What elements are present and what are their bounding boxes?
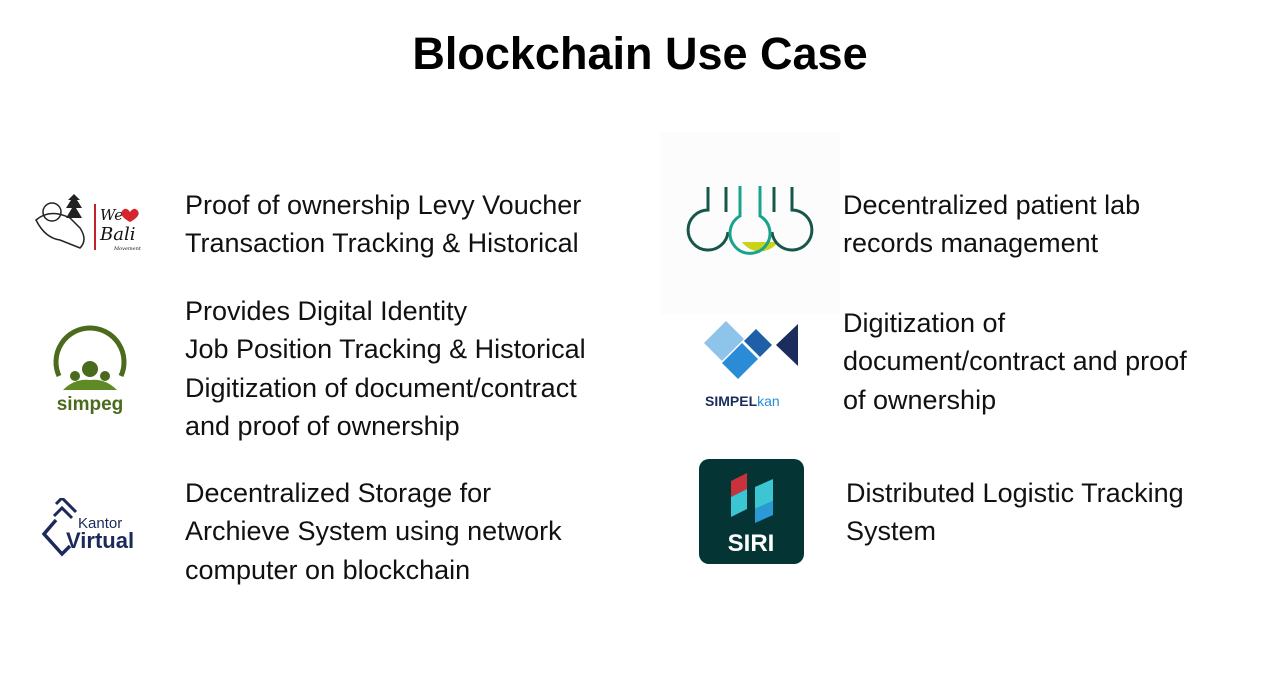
- text-line: Distributed Logistic Tracking: [846, 478, 1184, 508]
- slide-title: Blockchain Use Case: [412, 28, 868, 79]
- kantor-virtual-logo: Kantor Virtual: [38, 495, 143, 563]
- simpeg-wordmark: simpeg: [57, 394, 124, 414]
- simpel-wordmark: SIMPEL: [705, 393, 758, 409]
- text-line: of ownership: [843, 384, 997, 415]
- siri-logo: SIRI: [699, 459, 804, 564]
- item-simpelkan-text: Digitization of document/contract and pr…: [843, 304, 1187, 419]
- lab-flasks-logo: [660, 132, 840, 314]
- svg-text:We: We: [100, 206, 123, 224]
- text-line: Archieve System using network: [185, 516, 562, 547]
- svg-text:SIMPELkan: SIMPELkan: [705, 393, 780, 409]
- we-bali-logo: We Bali Movement: [30, 190, 145, 260]
- simpeg-logo: simpeg: [45, 318, 135, 415]
- text-line: Digitization of document/contract: [185, 372, 577, 403]
- text-line: Decentralized Storage for: [185, 478, 492, 508]
- text-line: Job Position Tracking & Historical: [185, 334, 586, 365]
- text-line: document/contract and proof: [843, 346, 1187, 377]
- svg-text:Bali: Bali: [99, 224, 135, 245]
- kantor-wordmark: Kantor: [78, 515, 122, 532]
- kan-wordmark: kan: [757, 393, 780, 409]
- item-simpeg-text: Provides Digital Identity Job Position T…: [185, 292, 586, 445]
- text-line: Transaction Tracking & Historical: [185, 228, 579, 259]
- text-line: Proof of ownership Levy Voucher: [185, 190, 582, 220]
- item-lab-text: Decentralized patient lab records manage…: [843, 186, 1140, 263]
- simpelkan-logo: SIMPELkan: [700, 308, 805, 413]
- text-line: records management: [843, 228, 1099, 259]
- item-we-bali-text: Proof of ownership Levy Voucher Transact…: [185, 186, 581, 263]
- virtual-wordmark: Virtual: [66, 528, 134, 553]
- siri-wordmark: SIRI: [728, 530, 775, 557]
- item-kantor-text: Decentralized Storage for Archieve Syste…: [185, 474, 562, 589]
- text-line: computer on blockchain: [185, 554, 471, 585]
- item-siri-text: Distributed Logistic Tracking System: [846, 474, 1184, 551]
- text-line: System: [846, 516, 937, 547]
- text-line: and proof of ownership: [185, 410, 460, 441]
- svg-text:Movement: Movement: [113, 246, 142, 252]
- text-line: Decentralized patient lab: [843, 190, 1141, 220]
- text-line: Digitization of: [843, 308, 1006, 338]
- text-line: Provides Digital Identity: [185, 296, 468, 326]
